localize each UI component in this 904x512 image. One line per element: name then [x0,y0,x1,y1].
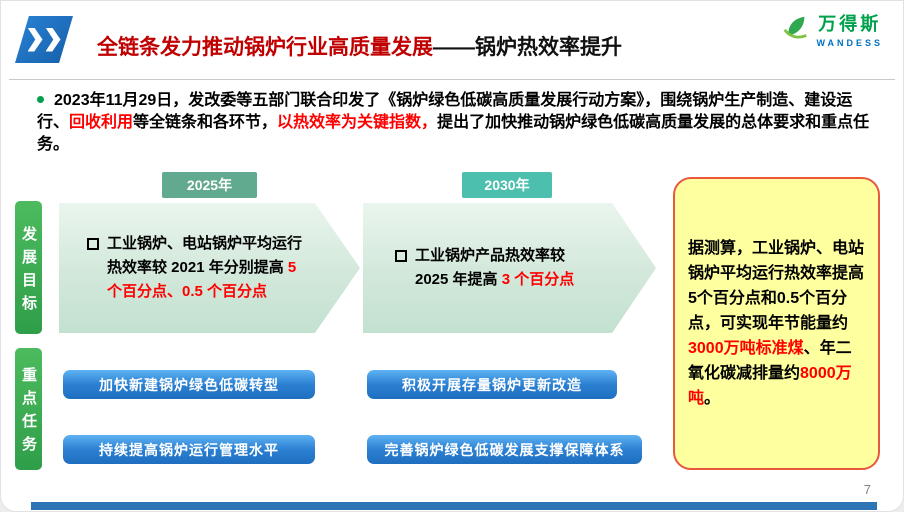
chevron-right-icon [45,27,61,52]
year-badge-2030: 2030年 [462,172,552,198]
logo-text-en: WANDESS [816,38,883,48]
callout-coal-highlight: 3000万吨标准煤 [688,340,804,357]
year-badge-2025: 2025年 [162,172,257,198]
estimate-callout-box: 据测算，工业锅炉、电站锅炉平均运行热效率提高5个百分点和0.5个百分点，可实现年… [673,177,880,470]
task-button-support-system: 完善锅炉绿色低碳发展支撑保障体系 [367,435,642,464]
task-button-stock-boiler-upgrade: 积极开展存量锅炉更新改造 [367,370,617,399]
callout-seg-1: 据测算，工业锅炉、电站锅炉平均运行热效率提高5个百分点和0.5个百分点，可实现年… [688,240,865,332]
header-divider [9,79,895,80]
side-label-development-goals: 发展目标 [15,201,42,334]
page-title-highlight: 全链条发力推动锅炉行业高质量发展 [97,36,433,59]
callout-co2-highlight: 8000万吨 [688,365,852,407]
task-button-operation-management: 持续提高锅炉运行管理水平 [63,435,315,464]
logo-text-cn: 万得斯 [818,14,882,34]
fast-forward-icon [15,16,73,63]
task-button-new-boiler-transition: 加快新建锅炉绿色低碳转型 [63,370,315,399]
goal-2025-text: 工业锅炉、电站锅炉平均运行热效率较 2021 年分别提高 5 个百分点、0.5 … [107,232,304,304]
intro-seg-1: 2023年11月29日，发改委等五部门联合印发了《锅炉绿色低碳高质量发展行动方案… [37,92,853,131]
page-number: 7 [863,482,871,497]
goal-2030-seg-1: 工业锅炉产品热效率较2025 年提高 [415,247,566,288]
chevron-right-icon [27,27,43,52]
bullet-dot-icon [37,96,44,103]
callout-seg-5: 。 [704,390,721,407]
wandess-logo: 万得斯 WANDESS [780,10,883,48]
side-label-goals-text: 发展目标 [20,225,37,318]
logo-text: 万得斯 WANDESS [816,10,883,48]
page-title-rest: ——锅炉热效率提升 [433,36,622,59]
intro-seg-2-highlight: 回收利用 [69,114,134,131]
footer-bar [31,502,877,510]
checkbox-bullet-icon [395,250,407,262]
goal-2030-highlight: 3 个百分点 [501,271,575,288]
goal-2025-seg-1: 工业锅炉、电站锅炉平均运行热效率较 2021 年分别提高 [107,235,303,276]
side-label-key-tasks: 重点任务 [15,348,42,470]
goal-arrow-2030: 工业锅炉产品热效率较2025 年提高 3 个百分点 [363,203,656,333]
goal-arrow-2025: 工业锅炉、电站锅炉平均运行热效率较 2021 年分别提高 5 个百分点、0.5 … [59,203,360,333]
callout-seg-3: 、年二氧化碳减排量约 [688,340,852,382]
intro-paragraph: 2023年11月29日，发改委等五部门联合印发了《锅炉绿色低碳高质量发展行动方案… [37,90,877,156]
side-label-tasks-text: 重点任务 [20,367,37,459]
intro-seg-3: 等全链条和各环节， [133,114,278,131]
page-title: 全链条发力推动锅炉行业高质量发展——锅炉热效率提升 [97,31,622,61]
goal-2025-highlight: 5 个百分点、0.5 个百分点 [107,259,297,300]
intro-seg-5: 提出了加快推动锅炉绿色低碳高质量发展的总体要求和重点任务。 [37,114,870,153]
goal-2030-text: 工业锅炉产品热效率较2025 年提高 3 个百分点 [415,244,578,292]
checkbox-bullet-icon [87,238,99,250]
leaf-icon [780,12,810,47]
estimate-callout-text: 据测算，工业锅炉、电站锅炉平均运行热效率提高5个百分点和0.5个百分点，可实现年… [688,236,865,411]
intro-seg-4-highlight: 以热效率为关键指数， [277,114,438,131]
